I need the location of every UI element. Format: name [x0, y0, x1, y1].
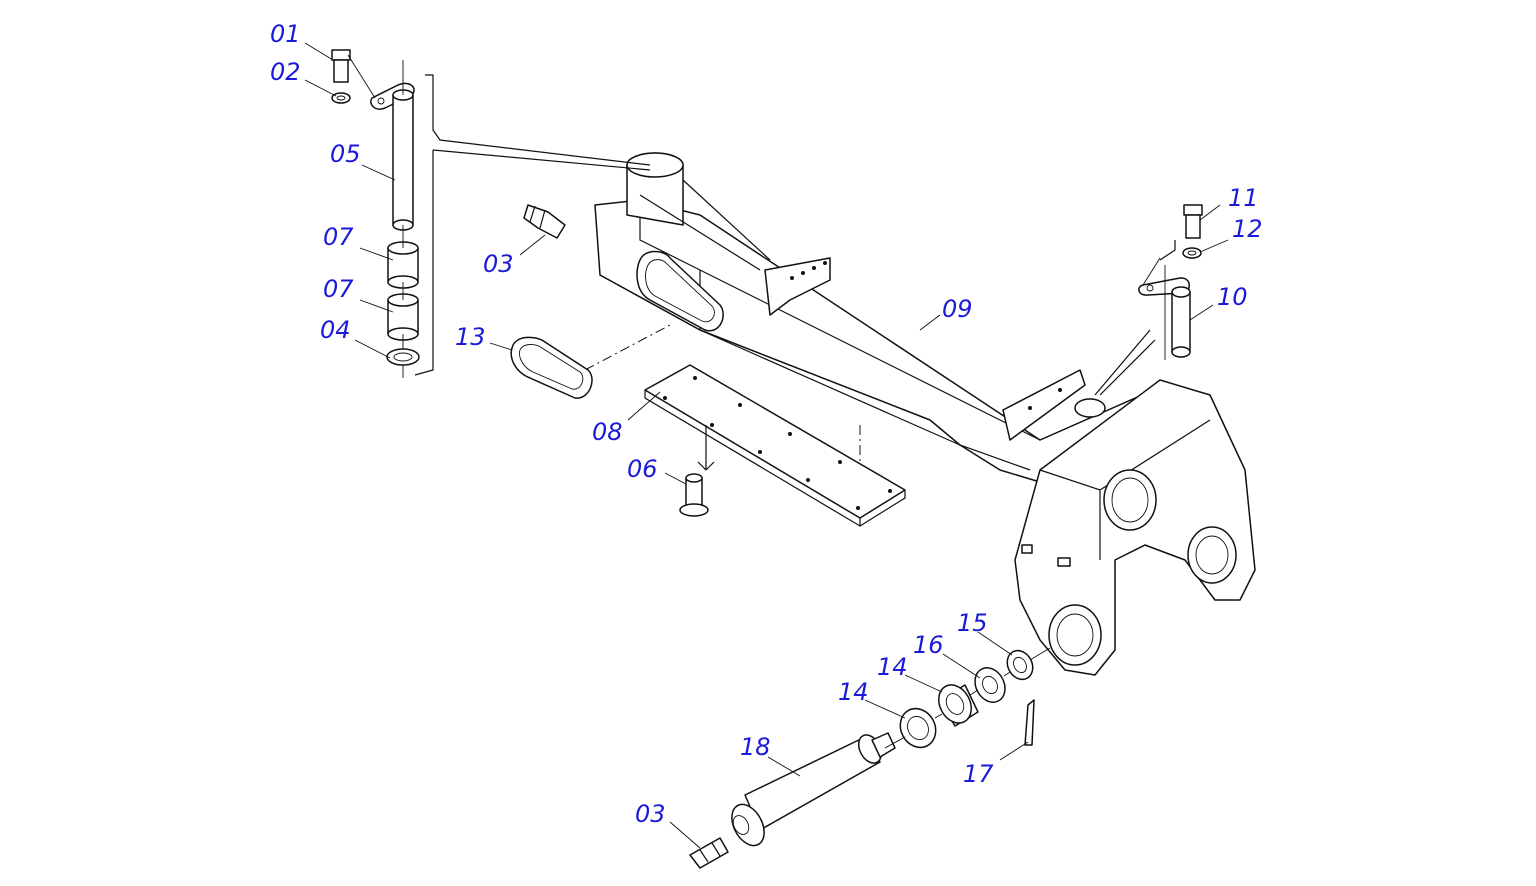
callout-17[interactable]: 17	[963, 760, 994, 788]
leader-lines	[304, 42, 1229, 849]
callout-01[interactable]: 01	[270, 20, 301, 48]
callout-04[interactable]: 04	[320, 316, 351, 344]
grease-nipple-top	[523, 204, 566, 239]
main-beam-part-09	[594, 152, 1256, 676]
seal-part-13	[510, 336, 593, 399]
callout-labels: 01 02 05 07 03 07 04 13 08 06 09 11 12 1…	[270, 20, 1263, 828]
lower-shaft-assembly	[689, 647, 1051, 869]
callout-02[interactable]: 02	[270, 58, 301, 86]
pin-stack-right	[1094, 204, 1203, 396]
callout-03-upper[interactable]: 03	[483, 250, 514, 278]
callout-12[interactable]: 12	[1232, 215, 1263, 243]
rivet-part-06	[679, 425, 715, 517]
callout-07-upper[interactable]: 07	[323, 223, 354, 251]
callout-14-left[interactable]: 14	[838, 678, 869, 706]
callout-15[interactable]: 15	[957, 609, 988, 637]
callout-03-lower[interactable]: 03	[635, 800, 666, 828]
callout-13[interactable]: 13	[455, 323, 486, 351]
callout-18[interactable]: 18	[740, 733, 771, 761]
callout-08[interactable]: 08	[592, 418, 623, 446]
callout-07-lower[interactable]: 07	[323, 275, 354, 303]
callout-16[interactable]: 16	[913, 631, 944, 659]
callout-10[interactable]: 10	[1217, 283, 1248, 311]
callout-05[interactable]: 05	[330, 140, 361, 168]
callout-14-right[interactable]: 14	[877, 653, 908, 681]
callout-11[interactable]: 11	[1228, 184, 1259, 212]
wear-plate-part-08	[644, 364, 906, 528]
pin-stack-left	[331, 49, 651, 378]
assembly-axis-13	[584, 324, 671, 371]
callout-06[interactable]: 06	[627, 455, 658, 483]
callout-09[interactable]: 09	[942, 295, 973, 323]
